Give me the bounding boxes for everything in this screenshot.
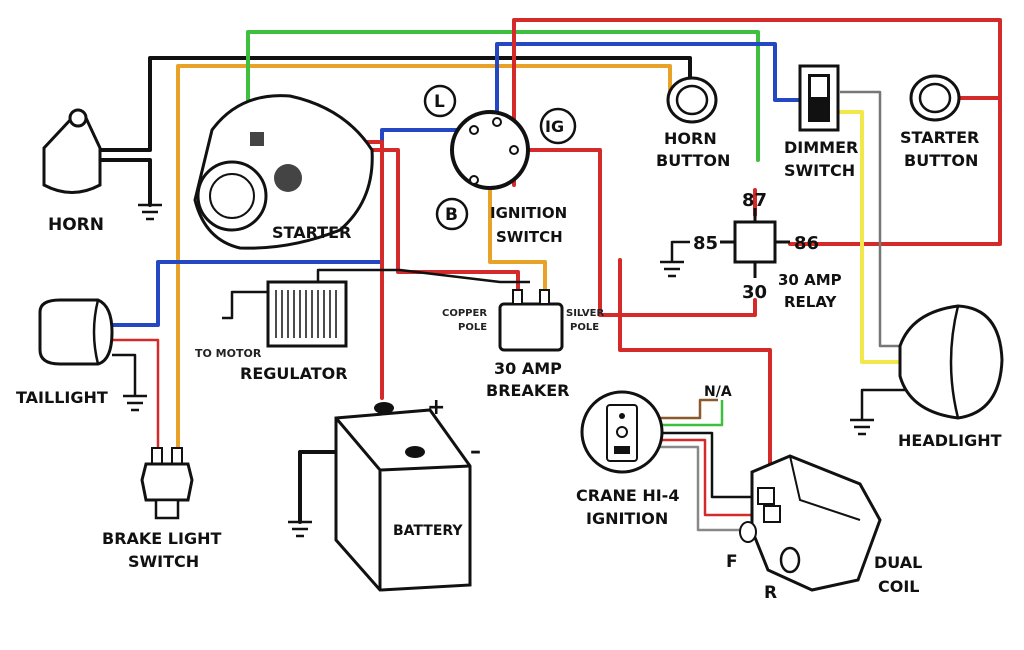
ignition-switch-label-1: IGNITION xyxy=(490,204,567,222)
black-wire-module xyxy=(650,431,760,499)
breaker-icon xyxy=(498,289,564,352)
dual-coil-icon xyxy=(739,454,882,592)
horn-button-icon xyxy=(666,76,718,124)
relay-label-1: 30 AMP xyxy=(778,271,842,289)
starter-button-label-1: STARTER xyxy=(900,128,979,147)
ignition-switch-icon xyxy=(450,110,530,190)
red-wire-coil-2 xyxy=(618,258,772,512)
brake-light-switch-label-1: BRAKE LIGHT xyxy=(102,529,221,548)
relay-ground-wire xyxy=(670,240,690,262)
blue-wire-tail xyxy=(110,128,472,327)
wires xyxy=(98,18,1002,532)
svg-text:B: B xyxy=(445,205,458,225)
relay-pin-87: 87 xyxy=(742,190,767,211)
headlight-ground-icon xyxy=(850,418,874,436)
orange-wire-breaker xyxy=(488,181,547,294)
red-wire-module xyxy=(650,438,770,517)
regulator-icon xyxy=(266,280,348,348)
relay-icon xyxy=(720,208,790,278)
dimmer-switch-icon xyxy=(798,64,840,132)
crane-ignition-label-1: CRANE HI-4 xyxy=(576,486,679,505)
silver-pole-label-2: POLE xyxy=(570,322,599,333)
horn-button-label-1: HORN xyxy=(664,129,717,148)
white-wire-module xyxy=(650,445,752,532)
blue-wire-dimmer xyxy=(495,42,802,124)
green-wire xyxy=(246,30,760,162)
brake-light-switch-label-2: SWITCH xyxy=(128,552,199,571)
starter-icon xyxy=(193,94,374,250)
brake-light-switch-icon xyxy=(140,447,194,520)
taillight-label: TAILLIGHT xyxy=(16,388,108,407)
battery-minus-label: – xyxy=(470,439,481,464)
relay-label-2: RELAY xyxy=(784,293,838,311)
copper-pole-label-2: POLE xyxy=(458,322,487,333)
terminal-l-badge: L xyxy=(423,84,457,118)
breaker-label-2: BREAKER xyxy=(486,381,569,400)
to-motor-label: TO MOTOR xyxy=(195,347,262,360)
horn-icon xyxy=(42,108,102,194)
svg-text:IG: IG xyxy=(545,117,564,136)
regulator-label: REGULATOR xyxy=(240,364,348,383)
taillight-ground-wire xyxy=(112,353,137,396)
relay-ground-icon xyxy=(660,260,684,278)
svg-text:L: L xyxy=(434,92,445,112)
terminal-ig-badge: IG xyxy=(539,107,577,145)
brown-wire xyxy=(650,398,718,420)
coil-f-label: F xyxy=(726,552,738,572)
horn-label: HORN xyxy=(48,215,104,235)
orange-wire-brake xyxy=(176,64,672,450)
crane-ignition-label-2: IGNITION xyxy=(586,509,668,528)
coil-r-label: R xyxy=(764,583,777,603)
dimmer-switch-label-1: DIMMER xyxy=(784,138,858,157)
breaker-label-1: 30 AMP xyxy=(494,359,562,378)
battery-label: BATTERY xyxy=(393,523,463,539)
yellow-wire-headlight xyxy=(838,110,902,364)
black-wire-horn-2 xyxy=(98,158,152,207)
starter-label: STARTER xyxy=(272,223,351,242)
terminal-b-badge: B xyxy=(435,197,469,231)
regulator-black-wire xyxy=(316,268,530,284)
headlight-label: HEADLIGHT xyxy=(898,431,1002,450)
silver-pole-label-1: SILVER xyxy=(566,308,604,319)
headlight-ground-wire xyxy=(860,388,905,420)
starter-button-label-2: BUTTON xyxy=(904,151,978,170)
headlight-icon xyxy=(898,304,1004,420)
relay-pin-85: 85 xyxy=(693,233,718,254)
to-motor-wire xyxy=(222,290,268,320)
horn-ground-icon xyxy=(138,203,162,221)
red-wire-tail xyxy=(112,338,160,448)
relay-pin-30: 30 xyxy=(742,282,767,303)
white-wire-headlight xyxy=(840,90,900,348)
na-label: N/A xyxy=(704,384,732,400)
red-wire-coil xyxy=(512,18,1002,246)
ignition-switch-label-2: SWITCH xyxy=(496,228,563,246)
horn-button-label-2: BUTTON xyxy=(656,151,730,170)
dual-coil-label-1: DUAL xyxy=(874,553,922,572)
green-wire-module xyxy=(650,400,724,427)
red-wire-relay30 xyxy=(512,148,757,317)
taillight-ground-icon xyxy=(123,394,147,412)
taillight-icon xyxy=(38,298,114,366)
battery-plus-label: + xyxy=(427,395,445,420)
crane-ignition-icon xyxy=(580,390,664,474)
battery-ground-icon xyxy=(288,520,312,538)
starter-button-icon xyxy=(909,74,961,122)
black-wire-horn xyxy=(98,56,692,152)
relay-pin-86: 86 xyxy=(794,233,819,254)
copper-pole-label-1: COPPER xyxy=(442,308,487,319)
dual-coil-label-2: COIL xyxy=(878,577,920,596)
battery-icon xyxy=(334,402,472,592)
dimmer-switch-label-2: SWITCH xyxy=(784,161,855,180)
